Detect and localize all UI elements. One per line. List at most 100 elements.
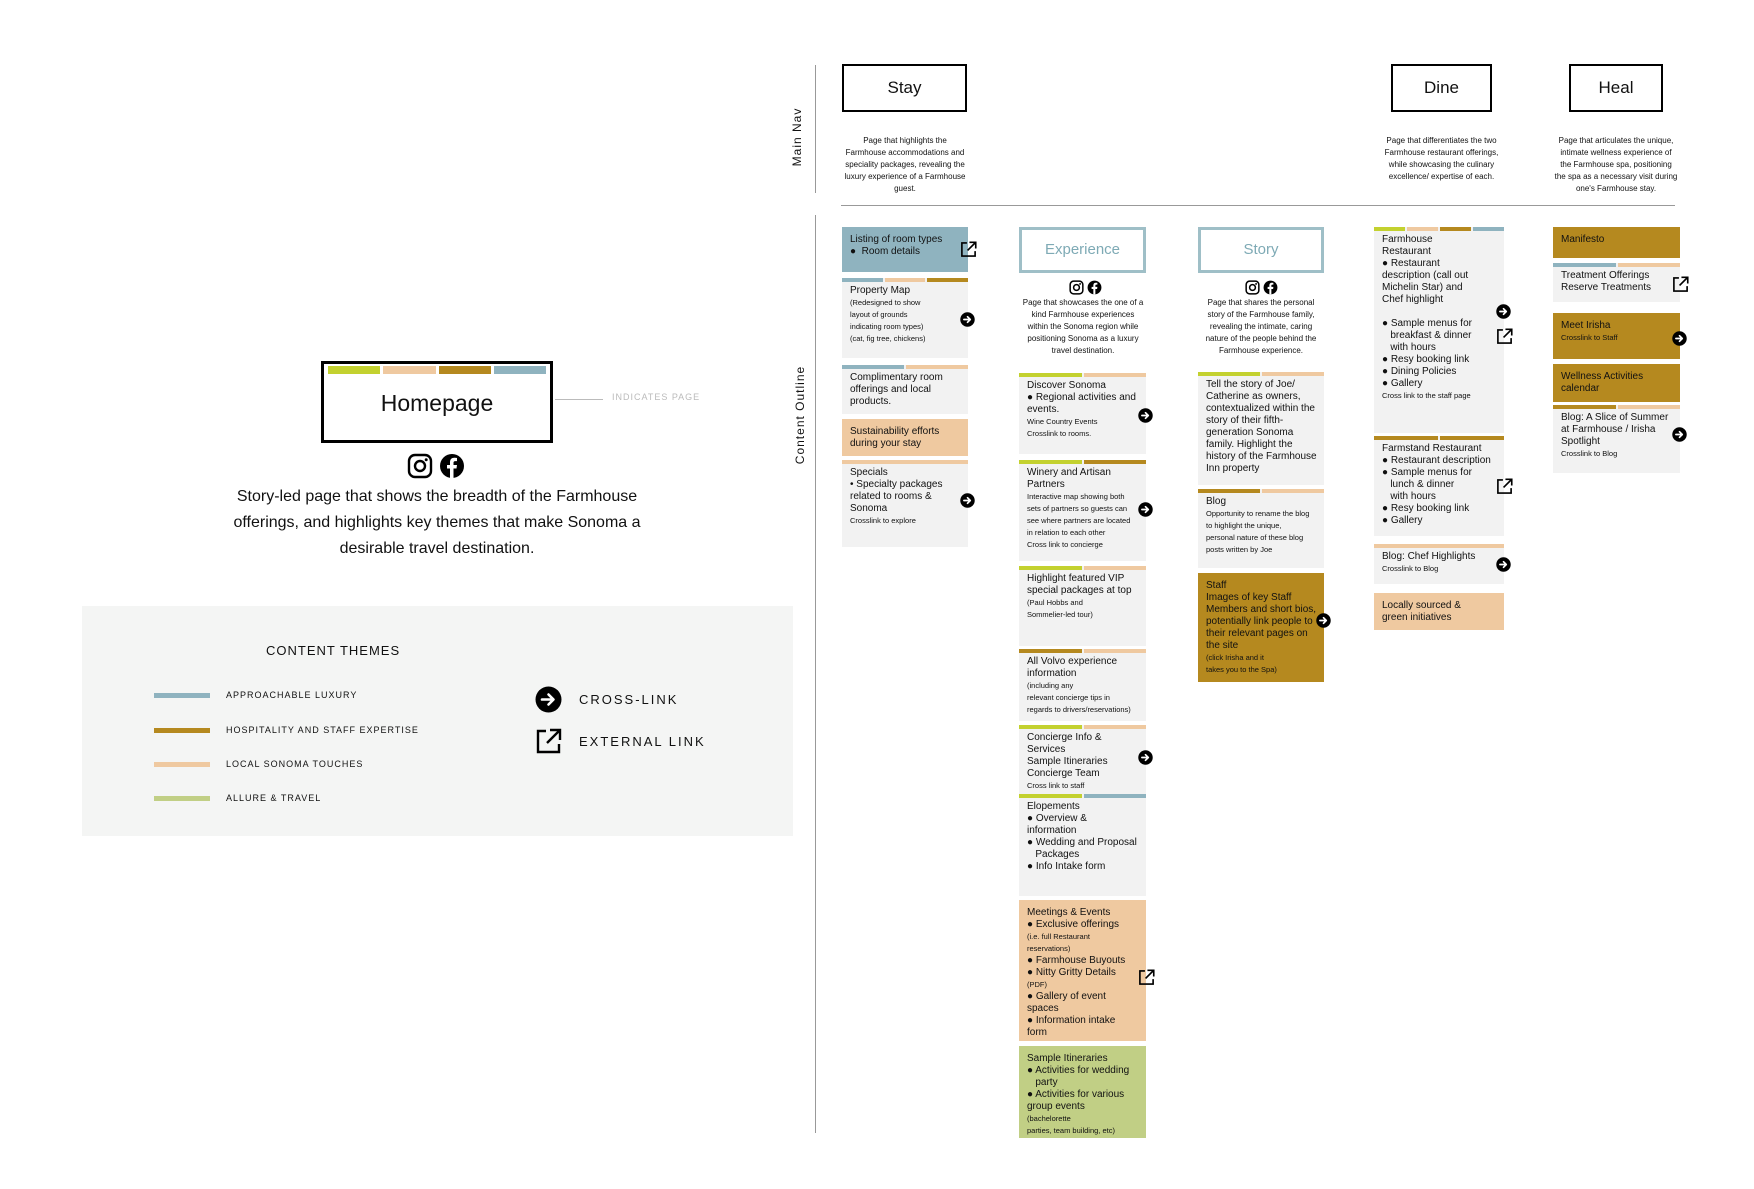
nav-stay[interactable]: Stay xyxy=(842,64,967,112)
dine-card-4: Locally sourced &green initiatives xyxy=(1374,593,1504,630)
homepage-node: Homepage xyxy=(321,361,553,443)
card-line: All Volvo experience xyxy=(1027,656,1118,667)
card-note: Cross link to concierge xyxy=(1027,540,1103,549)
external-link-icon xyxy=(536,728,562,754)
theme-approachable-luxury: APPROACHABLE LUXURY xyxy=(154,690,357,700)
cross-link-icon[interactable] xyxy=(960,493,975,512)
card-line: ● Gallery xyxy=(1382,378,1423,389)
external-link-icon[interactable] xyxy=(1672,276,1689,297)
card-note: Crosslink to Staff xyxy=(1561,333,1618,342)
content-themes-panel: CONTENT THEMES APPROACHABLE LUXURY HOSPI… xyxy=(82,606,793,836)
card-line: ● Nitty Gritty Details xyxy=(1027,967,1116,978)
card-line: ● Wedding and Proposal xyxy=(1027,837,1137,848)
card-note: (click Irisha and it xyxy=(1206,653,1264,662)
card-line: Highlight featured VIP xyxy=(1027,573,1125,584)
card-note: reservations) xyxy=(1027,944,1071,953)
story-card-1: Tell the story of Joe/Catherine as owner… xyxy=(1198,372,1324,485)
cross-link-icon[interactable] xyxy=(1672,427,1687,446)
card-line: ● Info Intake form xyxy=(1027,861,1106,872)
cross-link-icon[interactable] xyxy=(1138,750,1153,769)
external-link-icon[interactable] xyxy=(1496,478,1513,499)
theme-swatch xyxy=(154,761,210,767)
content-themes-title: CONTENT THEMES xyxy=(266,643,401,658)
card-line: products. xyxy=(850,396,892,407)
card-line: party xyxy=(1027,1077,1058,1088)
stay-card-1: Listing of room types● Room details xyxy=(842,227,977,272)
nav-dine[interactable]: Dine xyxy=(1391,64,1492,112)
card-line: Packages xyxy=(1027,849,1080,860)
card-note: layout of grounds xyxy=(850,310,908,319)
page-story[interactable]: Story xyxy=(1198,227,1324,273)
external-link-icon[interactable] xyxy=(960,241,977,262)
card-note: indicating room types) xyxy=(850,322,924,331)
cross-link-icon[interactable] xyxy=(1496,304,1511,323)
external-link-icon[interactable] xyxy=(1138,969,1155,990)
card-note: Crosslink to explore xyxy=(850,516,916,525)
card-line: spaces xyxy=(1027,1003,1059,1014)
card-line: Members and short bios, xyxy=(1206,604,1317,615)
instagram-icon xyxy=(407,453,433,479)
card-line: Concierge Team xyxy=(1027,768,1100,779)
card-line: calendar xyxy=(1561,383,1600,394)
card-note: Wine Country Events xyxy=(1027,417,1098,426)
content-outline-divider xyxy=(815,215,816,1133)
card-line: Blog: A Slice of Summer xyxy=(1561,412,1669,423)
card-line: Meet Irisha xyxy=(1561,320,1611,331)
theme-swatch xyxy=(154,795,210,801)
cross-link-icon[interactable] xyxy=(1138,502,1153,521)
card-line: group events xyxy=(1027,1101,1085,1112)
theme-stripes xyxy=(842,365,968,369)
indicates-page-connector xyxy=(555,399,603,400)
legend-label: CROSS-LINK xyxy=(579,692,679,707)
experience-card-6: Elopements● Overview &information● Weddi… xyxy=(1019,794,1146,896)
card-line: Catherine as owners, xyxy=(1206,391,1301,402)
card-line: the site xyxy=(1206,640,1239,651)
cross-link-icon[interactable] xyxy=(1496,557,1511,576)
cross-link-icon[interactable] xyxy=(960,312,975,331)
card-note: Crosslink to Blog xyxy=(1382,564,1439,573)
theme-swatch xyxy=(154,727,210,733)
experience-card-7: Meetings & Events● Exclusive offerings(i… xyxy=(1019,900,1155,1041)
experience-desc: Page that showcases the one of a kind Fa… xyxy=(1022,298,1144,355)
card-line: ● Dining Policies xyxy=(1382,366,1457,377)
experience-card-8: Sample Itineraries● Activities for weddi… xyxy=(1019,1046,1146,1138)
cross-link-icon[interactable] xyxy=(1316,613,1331,632)
card-note: Interactive map showing both xyxy=(1027,492,1125,501)
cross-link-icon[interactable] xyxy=(1138,408,1153,427)
card-line: Inn property xyxy=(1206,463,1260,474)
page-experience[interactable]: Experience xyxy=(1019,227,1146,273)
card-line: Sample Itineraries xyxy=(1027,756,1108,767)
page-story-title: Story xyxy=(1243,241,1279,258)
card-note: personal nature of these blog xyxy=(1206,533,1304,542)
nav-heal[interactable]: Heal xyxy=(1569,64,1663,112)
card-note: Opportunity to rename the blog xyxy=(1206,509,1310,518)
card-line: ● Regional activities and xyxy=(1027,392,1136,403)
card-line: Spotlight xyxy=(1561,436,1600,447)
theme-stripes xyxy=(328,366,546,374)
card-note: parties, team building, etc) xyxy=(1027,1126,1115,1135)
card-line: Winery and Artisan xyxy=(1027,467,1111,478)
theme-stripes xyxy=(1198,372,1324,376)
external-link-icon[interactable] xyxy=(1496,328,1513,349)
theme-stripes xyxy=(1553,405,1680,409)
main-nav-divider xyxy=(815,65,816,193)
heal-card-1: Manifesto xyxy=(1553,227,1680,258)
card-note: takes you to the Spa) xyxy=(1206,665,1277,674)
card-line: Images of key Staff xyxy=(1206,592,1292,603)
card-note: see where partners are located xyxy=(1027,516,1131,525)
card-note: Cross link to staff xyxy=(1027,781,1085,790)
theme-local-sonoma: LOCAL SONOMA TOUCHES xyxy=(154,759,363,769)
card-note: (including any xyxy=(1027,681,1074,690)
arrow-right-circle-icon xyxy=(535,686,562,713)
card-line: ● Room details xyxy=(850,246,920,257)
homepage-description: Story-led page that shows the breadth of… xyxy=(233,488,641,557)
nav-stay-desc: Page that highlights the Farmhouse accom… xyxy=(844,136,966,193)
card-line: ● Gallery xyxy=(1382,515,1423,526)
cross-link-icon[interactable] xyxy=(1672,331,1687,350)
nav-stay-title: Stay xyxy=(887,78,922,97)
card-line: Sustainability efforts xyxy=(850,426,940,437)
